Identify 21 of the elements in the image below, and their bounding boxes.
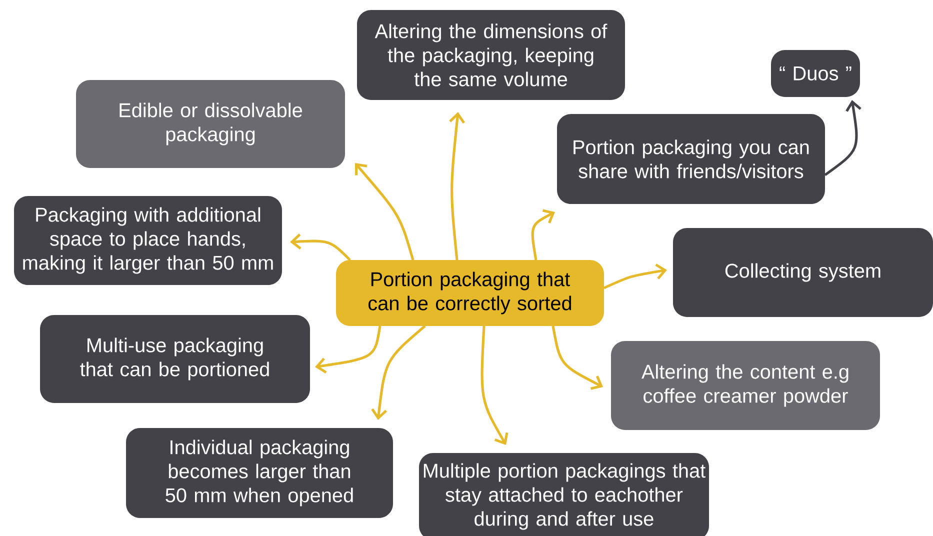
idea-box: Multi-use packaging that can be portioned — [40, 315, 310, 403]
arrow — [371, 325, 426, 420]
idea-box: Packaging with additional space to place hands, making it larger than 50 mm — [14, 196, 282, 285]
arrow — [449, 112, 466, 260]
arrow — [603, 264, 667, 290]
idea-box: Multiple portion packagings that stay attached to eachother during and after use — [419, 453, 709, 536]
idea-box: Portion packaging you can share with friends/visitors — [557, 114, 825, 204]
arrow — [824, 100, 862, 176]
idea-box: Altering the dimensions of the packaging, keeping the same volume — [357, 10, 625, 100]
idea-box: Altering the content e.g coffee creamer powder — [611, 341, 880, 430]
arrow — [355, 163, 414, 260]
idea-box: “ Duos ” — [771, 50, 860, 97]
arrow — [552, 326, 603, 390]
arrow — [315, 326, 382, 374]
idea-box: Edible or dissolvable packaging — [76, 80, 345, 168]
arrow — [290, 234, 351, 261]
arrow — [531, 209, 555, 260]
arrow — [480, 326, 508, 445]
center-box: Portion packaging that can be correctly sorted — [336, 260, 604, 326]
idea-box: Collecting system — [673, 228, 933, 317]
idea-box: Individual packaging becomes larger than 50 mm when opened — [126, 428, 393, 518]
